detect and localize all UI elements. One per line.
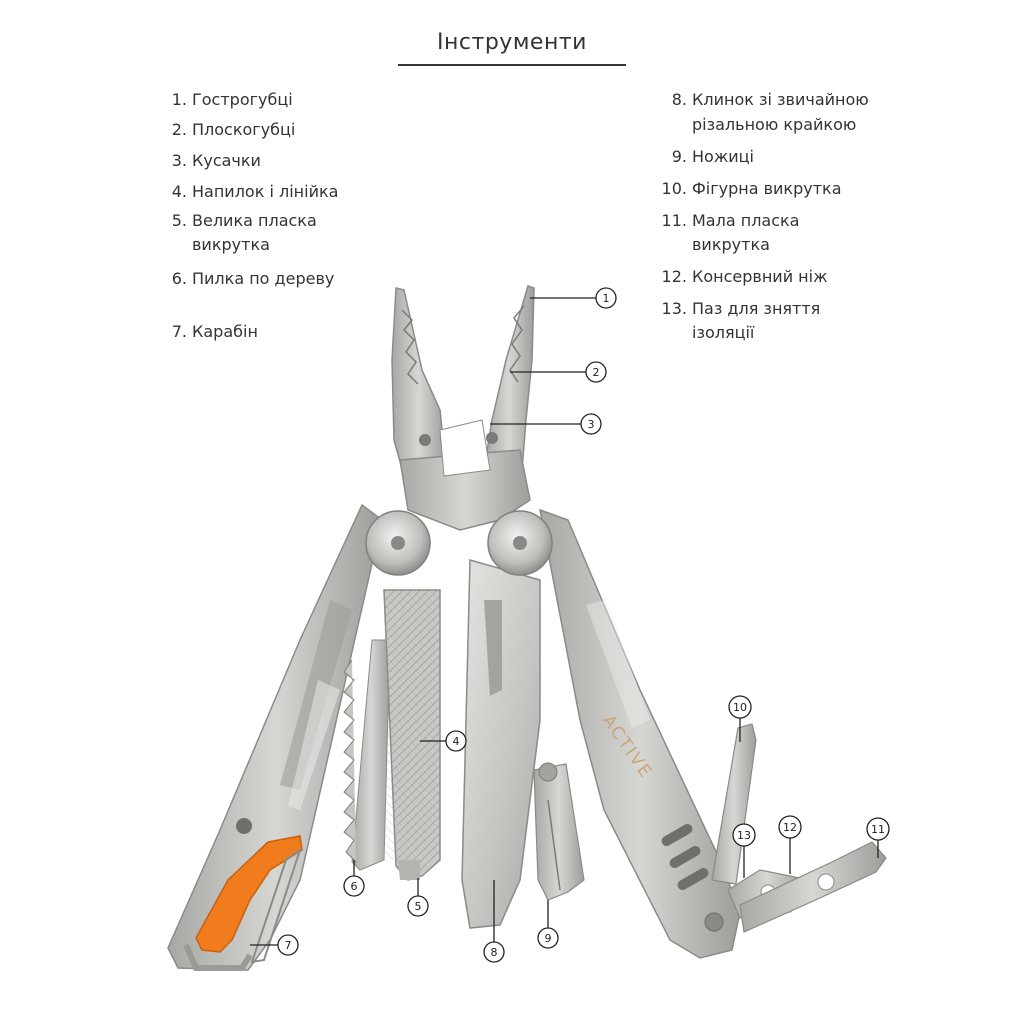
- right-pivot-screw: [513, 536, 527, 550]
- callout-7: 7: [277, 934, 299, 956]
- callout-10: 10: [728, 695, 752, 719]
- svg-text:8: 8: [491, 946, 498, 959]
- callout-12: 12: [778, 815, 802, 839]
- svg-text:13: 13: [737, 829, 751, 842]
- callout-1: 1: [595, 287, 617, 309]
- callout-13: 13: [732, 823, 756, 847]
- svg-text:6: 6: [351, 880, 358, 893]
- svg-text:10: 10: [733, 701, 747, 714]
- svg-text:4: 4: [453, 735, 460, 748]
- left-pivot-screw: [391, 536, 405, 550]
- svg-text:2: 2: [593, 366, 600, 379]
- main-blade: [461, 559, 541, 929]
- svg-text:9: 9: [545, 932, 552, 945]
- callout-leaders: [250, 297, 879, 946]
- callout-3: 3: [580, 413, 602, 435]
- file-tool: [383, 589, 441, 881]
- small-flat-screwdriver: [739, 841, 887, 933]
- carabiner: [183, 835, 303, 971]
- page-title: Інструменти: [437, 30, 587, 55]
- pliers-jaws: [391, 285, 535, 531]
- scissors: [533, 762, 585, 901]
- callout-6: 6: [343, 875, 365, 897]
- wood-saw: [343, 639, 391, 871]
- svg-text:12: 12: [783, 821, 797, 834]
- right-handle: ACTIVE: [539, 508, 741, 959]
- callout-11: 11: [866, 817, 890, 841]
- callout-4: 4: [445, 730, 467, 752]
- callout-5: 5: [407, 895, 429, 917]
- callout-2: 2: [585, 361, 607, 383]
- svg-text:5: 5: [415, 900, 422, 913]
- phillips-screwdriver: [711, 723, 757, 885]
- svg-text:1: 1: [603, 292, 610, 305]
- left-handle: [167, 503, 383, 971]
- svg-text:3: 3: [588, 418, 595, 431]
- callout-8: 8: [483, 941, 505, 963]
- callout-9: 9: [537, 927, 559, 949]
- svg-text:7: 7: [285, 939, 292, 952]
- svg-text:11: 11: [871, 823, 885, 836]
- title-underline: [398, 64, 626, 66]
